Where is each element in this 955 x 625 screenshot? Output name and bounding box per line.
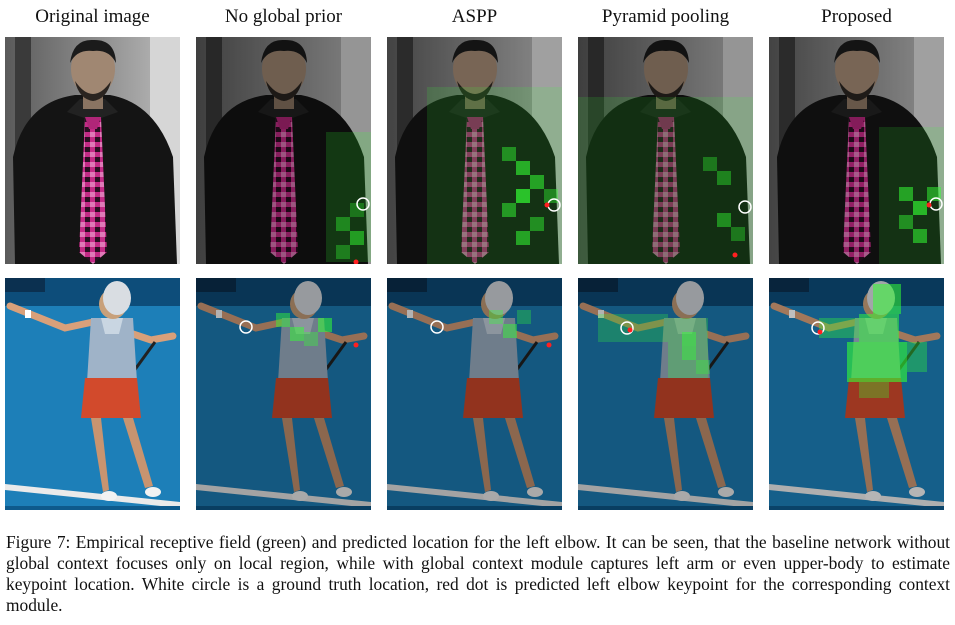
predicted-keypoint-dot (546, 342, 552, 348)
predicted-keypoint-dot (732, 252, 738, 258)
ground-truth-circle (239, 320, 253, 334)
tennis-original-panel (5, 278, 180, 510)
ground-truth-circle (430, 320, 444, 334)
tennis-aspp-panel (387, 278, 562, 510)
tennis-proposed-image (769, 278, 944, 510)
ground-truth-circle (620, 321, 634, 335)
portrait-pyramid-pooling-image (578, 37, 753, 264)
receptive-field-overlay (819, 284, 927, 398)
predicted-keypoint-dot (926, 202, 932, 208)
predicted-keypoint-dot (353, 259, 359, 264)
predicted-keypoint-dot (817, 329, 823, 335)
column-title-pyramid-pooling: Pyramid pooling (601, 6, 730, 27)
portrait-original-panel (5, 37, 180, 264)
ground-truth-circle (356, 197, 370, 211)
tennis-pyramid-pooling-image (578, 278, 753, 510)
column-title-no-global-prior: No global prior (224, 6, 343, 27)
receptive-field-overlay (489, 310, 531, 338)
predicted-keypoint-dot (544, 202, 550, 208)
receptive-field-overlay (598, 314, 710, 378)
tennis-pyramid-pooling-panel (578, 278, 753, 510)
portrait-proposed-image (769, 37, 944, 264)
column-title-original: Original image (35, 6, 150, 27)
tennis-original-image (5, 278, 180, 510)
column-title-aspp: ASPP (451, 6, 498, 27)
tennis-no-global-prior-panel (196, 278, 371, 510)
receptive-field-overlay (578, 97, 753, 264)
portrait-pyramid-pooling-panel (578, 37, 753, 264)
ground-truth-circle (811, 321, 825, 335)
predicted-keypoint-dot (353, 342, 359, 348)
receptive-field-overlay (427, 87, 562, 264)
portrait-no-global-prior-image (196, 37, 371, 264)
ground-truth-circle (738, 200, 752, 214)
portrait-no-global-prior-panel (196, 37, 371, 264)
portrait-aspp-panel (387, 37, 562, 264)
tennis-aspp-image (387, 278, 562, 510)
predicted-keypoint-dot (627, 327, 633, 333)
portrait-aspp-image (387, 37, 562, 264)
figure-caption: Figure 7: Empirical receptive field (gre… (6, 532, 950, 615)
column-title-proposed: Proposed (821, 6, 892, 27)
tennis-proposed-panel (769, 278, 944, 510)
receptive-field-overlay (276, 313, 332, 346)
portrait-original-image (5, 37, 180, 264)
receptive-field-overlay (326, 132, 371, 262)
receptive-field-overlay (879, 127, 944, 264)
tennis-no-global-prior-image (196, 278, 371, 510)
portrait-proposed-panel (769, 37, 944, 264)
